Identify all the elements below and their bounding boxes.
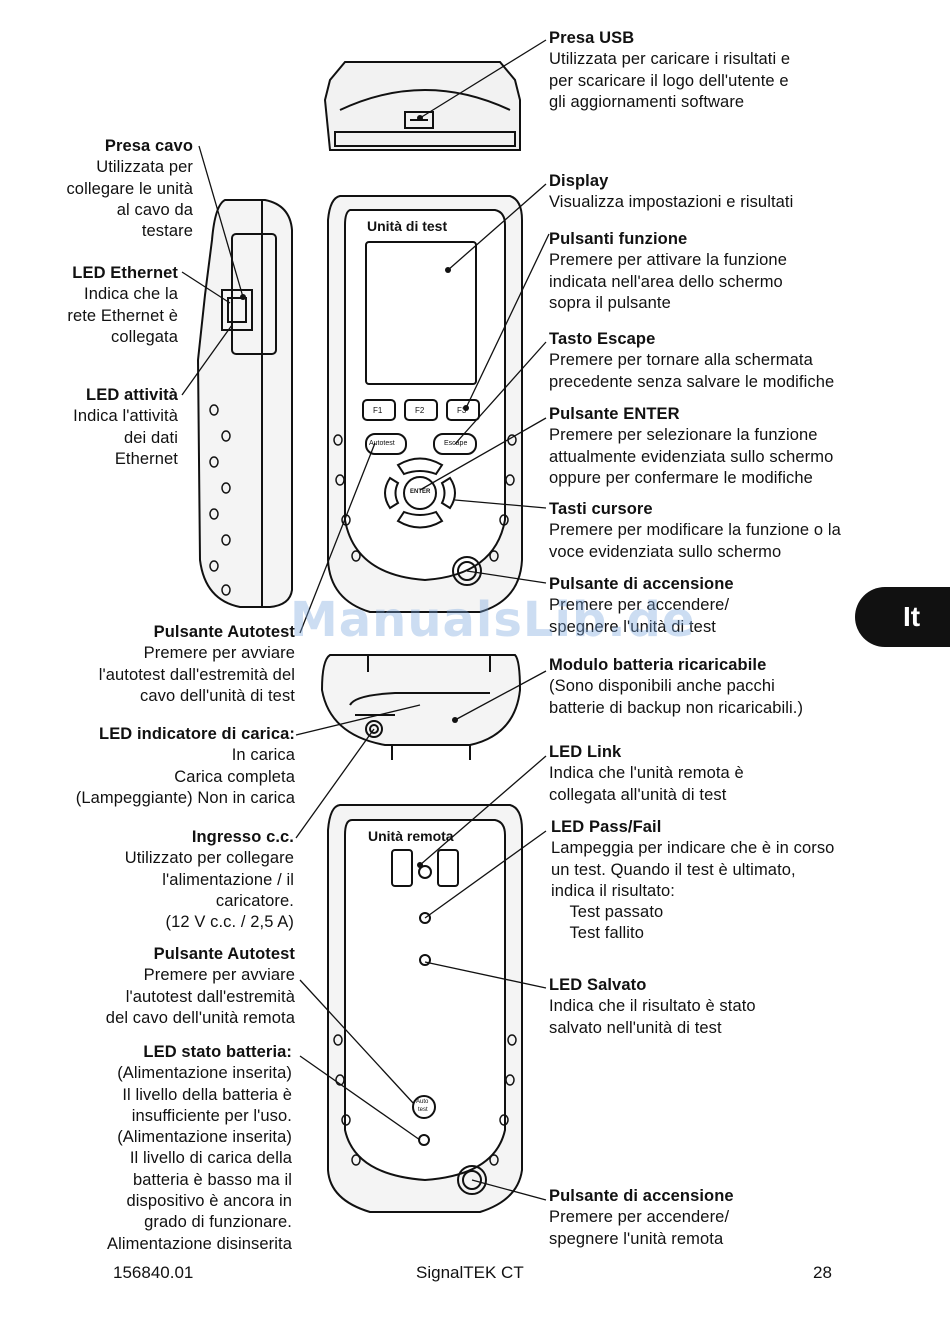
callout-title: LED Salvato <box>549 976 647 994</box>
grip-holes <box>209 404 517 1166</box>
f3-button[interactable]: F3 <box>457 406 467 415</box>
remote-autotest-button-line1[interactable]: Auto <box>416 1099 429 1105</box>
callout-tasto-escape: Tasto Escape Premere per tornare alla sc… <box>549 329 879 393</box>
leader-lines <box>181 39 550 1201</box>
callout-led-pass-fail: LED Pass/Fail Lampeggia per indicare che… <box>551 817 891 945</box>
language-tab: It <box>855 587 950 647</box>
callout-led-carica: LED indicatore di carica: In carica Cari… <box>20 724 295 809</box>
callout-ingresso-cc: Ingresso c.c. Utilizzato per collegare l… <box>20 827 294 933</box>
callout-presa-cavo: Presa cavo Utilizzata per collegare le u… <box>20 136 193 242</box>
callout-title: Pulsanti funzione <box>549 230 688 248</box>
callout-title: LED stato batteria: <box>143 1043 292 1061</box>
enter-button[interactable]: ENTER <box>410 489 431 495</box>
test-unit-top-view <box>323 61 521 151</box>
f1-button[interactable]: F1 <box>373 406 383 415</box>
callout-title: Tasto Escape <box>549 330 656 348</box>
callout-pulsante-autotest-remota: Pulsante Autotest Premere per avviare l'… <box>20 944 295 1029</box>
callout-title: Presa USB <box>549 29 635 47</box>
callout-title: Pulsante di accensione <box>549 1187 734 1205</box>
callout-desc: Utilizzata per collegare le unità al cav… <box>66 158 193 241</box>
callout-title: LED Pass/Fail <box>551 818 662 836</box>
callout-desc: Premere per attivare la funzione indicat… <box>549 251 787 312</box>
remote-autotest-button-line2[interactable]: test <box>418 1107 428 1113</box>
callout-desc: Premere per avviare l'autotest dall'estr… <box>98 644 295 705</box>
footer-product: SignalTEK CT <box>416 1263 524 1282</box>
remote-unit-front-view <box>327 804 523 1213</box>
callout-desc: Premere per avviare l'autotest dall'estr… <box>105 966 295 1027</box>
callout-desc: Indica che il risultato è stato salvato … <box>549 997 756 1037</box>
callout-desc: Utilizzato per collegare l'alimentazione… <box>124 849 294 932</box>
callout-desc: Indica che l'unità remota è collegata al… <box>549 764 744 804</box>
callout-desc: Lampeggia per indicare che è in corso un… <box>551 839 835 943</box>
callout-desc: Premere per tornare alla schermata prece… <box>549 351 835 391</box>
watermark: ManualsLib.de <box>290 592 696 648</box>
callout-tasti-cursore: Tasti cursore Premere per modificare la … <box>549 499 899 563</box>
callout-display: Display Visualizza impostazioni e risult… <box>549 171 869 214</box>
callout-title: LED attività <box>86 386 178 404</box>
callout-title: LED indicatore di carica: <box>99 725 295 743</box>
test-unit-bottom-view <box>320 654 522 760</box>
callout-desc: In carica Carica completa (Lampeggiante)… <box>75 746 295 807</box>
callout-title: Pulsante Autotest <box>153 623 295 641</box>
callout-title: Modulo batteria ricaricabile <box>549 656 767 674</box>
callout-desc: Premere per modificare la funzione o la … <box>549 521 841 561</box>
callout-desc: Visualizza impostazioni e risultati <box>549 193 794 212</box>
autotest-button[interactable]: Autotest <box>369 440 395 447</box>
device-dots <box>240 115 469 868</box>
callout-led-salvato: LED Salvato Indica che il risultato è st… <box>549 975 849 1039</box>
callout-modulo-batteria: Modulo batteria ricaricabile (Sono dispo… <box>549 655 869 719</box>
callout-pulsante-autotest-test: Pulsante Autotest Premere per avviare l'… <box>20 622 295 707</box>
callout-desc: Indica che la rete Ethernet è collegata <box>67 285 178 346</box>
callout-presa-usb: Presa USB Utilizzata per caricare i risu… <box>549 28 869 113</box>
callout-desc: Indica l'attività dei dati Ethernet <box>73 407 178 468</box>
callout-desc: (Sono disponibili anche pacchi batterie … <box>549 677 804 717</box>
callout-pulsante-accensione-test: Pulsante di accensione Premere per accen… <box>549 574 849 638</box>
footer-page-number: 28 <box>813 1263 832 1282</box>
callout-led-stato-batteria: LED stato batteria: (Alimentazione inser… <box>20 1042 292 1255</box>
callout-desc: Utilizzata per caricare i risultati e pe… <box>549 50 791 111</box>
escape-button[interactable]: Escape <box>444 440 468 447</box>
callout-title: Presa cavo <box>104 137 193 155</box>
callout-title: LED Link <box>549 743 622 761</box>
callout-desc: Premere per selezionare la funzione attu… <box>549 426 834 487</box>
callout-title: LED Ethernet <box>72 264 178 282</box>
callout-led-link: LED Link Indica che l'unità remota è col… <box>549 742 849 806</box>
callout-desc: Premere per accendere/ spegnere l'unità … <box>549 1208 730 1248</box>
callout-pulsanti-funzione: Pulsanti funzione Premere per attivare l… <box>549 229 869 314</box>
callout-title: Pulsante Autotest <box>153 945 295 963</box>
callout-pulsante-enter: Pulsante ENTER Premere per selezionare l… <box>549 404 879 489</box>
callout-led-ethernet: LED Ethernet Indica che la rete Ethernet… <box>20 263 178 348</box>
callout-title: Display <box>549 172 609 190</box>
test-unit-front-view <box>327 195 523 613</box>
test-unit-label: Unità di test <box>367 218 448 234</box>
test-unit-side-view <box>196 199 293 608</box>
callout-pulsante-accensione-remota: Pulsante di accensione Premere per accen… <box>549 1186 849 1250</box>
callout-title: Tasti cursore <box>549 500 653 518</box>
callout-led-attivita: LED attività Indica l'attività dei dati … <box>20 385 178 470</box>
footer-code: 156840.01 <box>113 1263 194 1282</box>
callout-title: Ingresso c.c. <box>191 828 294 846</box>
callout-desc: Premere per accendere/ spegnere l'unità … <box>549 596 730 636</box>
callout-title: Pulsante di accensione <box>549 575 734 593</box>
f2-button[interactable]: F2 <box>415 406 425 415</box>
callout-desc: (Alimentazione inserita) Il livello dell… <box>106 1064 292 1253</box>
callout-title: Pulsante ENTER <box>549 405 680 423</box>
remote-unit-label: Unità remota <box>368 828 454 844</box>
